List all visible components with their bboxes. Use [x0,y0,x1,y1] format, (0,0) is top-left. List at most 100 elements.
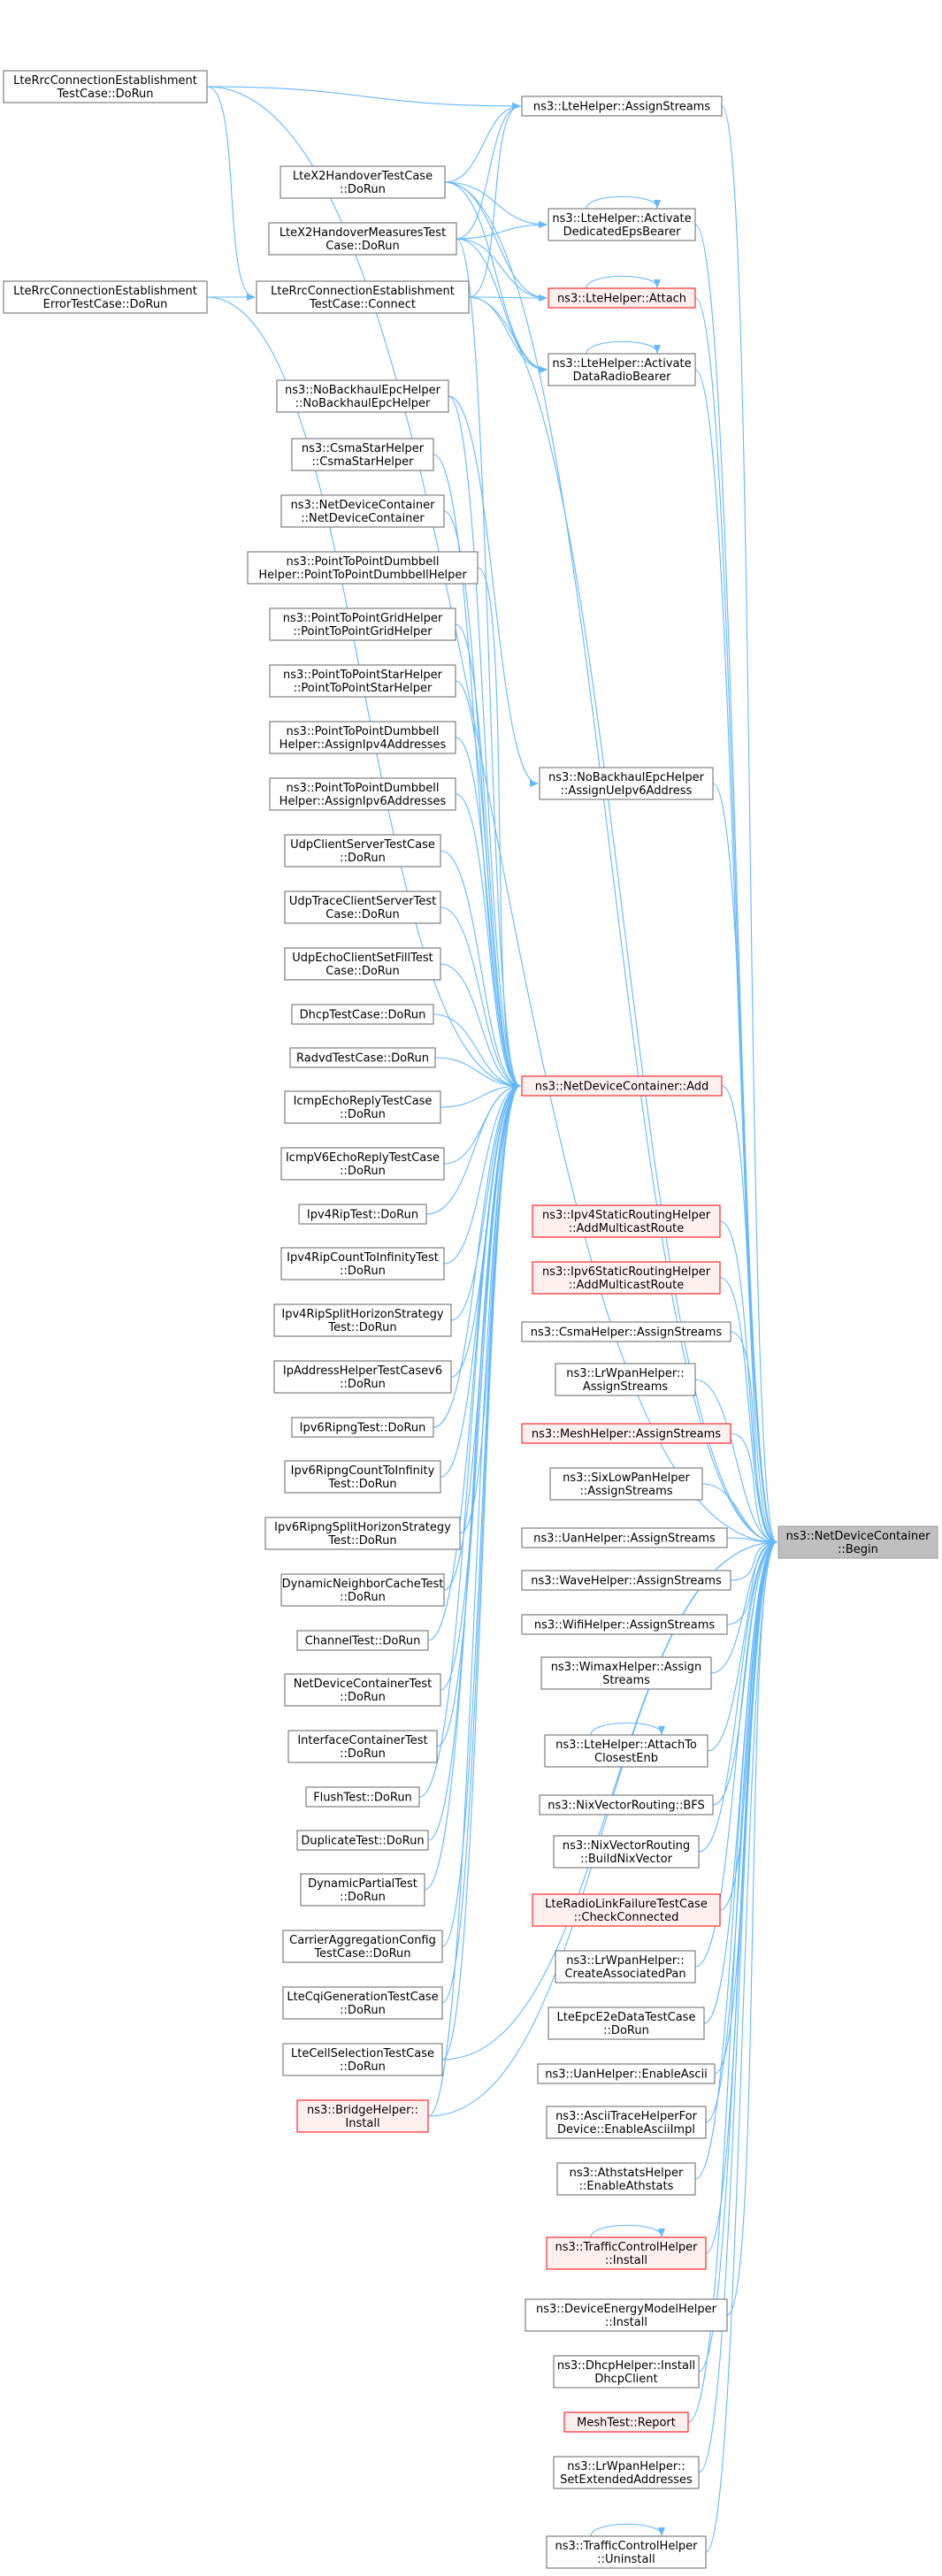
graph-node[interactable]: ns3::NixVectorRouting::BuildNixVector [553,1835,700,1869]
graph-node[interactable]: LteCellSelectionTestCase::DoRun [282,2043,443,2076]
node-label: ns3::LteHelper::Activate [552,212,691,225]
graph-node[interactable]: IcmpV6EchoReplyTestCase::DoRun [280,1147,445,1181]
graph-node[interactable]: LteRrcConnectionEstablishmentTestCase::C… [256,280,470,314]
graph-edge [456,238,521,1089]
graph-node[interactable]: LteRadioLinkFailureTestCase::CheckConnec… [532,1893,721,1927]
node-label: Test::DoRun [327,1534,396,1548]
node-box [532,1261,721,1295]
graph-node[interactable]: ns3::WimaxHelper::AssignStreams [540,1656,712,1690]
graph-node[interactable]: ns3::SixLowPanHelper::AssignStreams [549,1467,703,1501]
graph-edge [444,181,548,373]
graph-edge [687,1539,777,2423]
graph-node[interactable]: ns3::CsmaHelper::AssignStreams [521,1321,731,1342]
graph-edge [694,1539,777,2180]
graph-node[interactable]: ns3::PointToPointDumbbellHelper::PointTo… [247,551,479,585]
graph-node[interactable]: ns3::Ipv4StaticRoutingHelper::AddMultica… [532,1204,721,1238]
node-label: Ipv4RipSplitHorizonStrategy [281,1308,443,1321]
graph-edge [440,850,521,1089]
graph-node[interactable]: ns3::NoBackhaulEpcHelper::AssignUeIpv6Ad… [539,767,714,800]
graph-node[interactable]: ns3::TrafficControlHelper::Uninstall [546,2535,707,2569]
graph-node[interactable]: ns3::NetDeviceContainer::Begin [777,1525,938,1559]
graph-edge [477,567,521,1089]
graph-node[interactable]: DuplicateTest::DoRun [296,1830,429,1851]
graph-node[interactable]: ns3::UanHelper::AssignStreams [521,1527,728,1548]
graph-node[interactable]: ns3::LrWpanHelper::AssignStreams [555,1363,696,1396]
node-label: Ipv6RipngSplitHorizonStrategy [274,1521,451,1534]
graph-node[interactable]: Ipv6RipngTest::DoRun [291,1417,434,1438]
node-label: ns3::NetDeviceContainer::Add [535,1081,709,1094]
node-label: ns3::LrWpanHelper:: [566,1954,684,1968]
graph-edge [710,1539,777,1674]
graph-node[interactable]: DynamicPartialTest::DoRun [300,1873,425,1907]
graph-node[interactable]: MeshTest::Report [563,2412,689,2433]
graph-node[interactable]: LteRrcConnectionEstablishmentTestCase::D… [3,70,208,103]
graph-edge [712,783,777,1546]
graph-node[interactable]: ns3::PointToPointStarHelper::PointToPoin… [269,664,456,698]
graph-node[interactable]: ns3::NixVectorRouting::BFS [539,1794,714,1815]
graph-node[interactable]: ns3::BridgeHelper::Install [296,2099,429,2133]
graph-node[interactable]: ns3::AsciiTraceHelperForDevice::EnableAs… [546,2106,707,2139]
node-box [525,2298,728,2332]
graph-node[interactable]: ns3::DeviceEnergyModelHelper::Install [525,2298,728,2332]
nodes-layer: ns3::NetDeviceContainer::Begin ns3::NetDe… [3,70,938,2569]
node-box [296,1630,429,1651]
graph-node[interactable]: LteRrcConnectionEstablishmentErrorTestCa… [3,280,208,314]
graph-node[interactable]: ns3::AthstatsHelper::EnableAthstats [556,2162,696,2196]
graph-node[interactable]: ns3::NoBackhaulEpcHelper::NoBackhaulEpcH… [276,379,449,413]
node-box [284,1460,441,1494]
graph-node[interactable]: ns3::PointToPointGridHelper::PointToPoin… [269,608,456,641]
graph-node[interactable]: LteCqiGenerationTestCase::DoRun [282,1986,443,2020]
node-label: ::DoRun [340,2004,386,2017]
graph-edge [427,1082,521,1641]
graph-node[interactable]: LteEpcE2eDataTestCase::DoRun [548,2007,705,2040]
node-label: Test::DoRun [327,1478,396,1491]
graph-node[interactable]: ns3::PointToPointDumbbellHelper::AssignI… [269,721,456,754]
node-label: ns3::UanHelper::EnableAscii [545,2068,708,2082]
node-label: Ipv4RipCountToInfinityTest [287,1251,439,1265]
graph-node[interactable]: ns3::LteHelper::Attach [548,287,696,309]
graph-node[interactable]: UdpClientServerTestCase::DoRun [284,834,441,868]
graph-node[interactable]: NetDeviceContainerTest::DoRun [284,1673,441,1707]
graph-node[interactable]: ns3::LteHelper::ActivateDedicatedEpsBear… [548,208,696,241]
graph-node[interactable]: ns3::CsmaStarHelper::CsmaStarHelper [291,438,434,471]
node-box [280,165,446,199]
graph-node[interactable]: ns3::NetDeviceContainer::Add [521,1075,723,1097]
graph-node[interactable]: IcmpEchoReplyTestCase::DoRun [284,1090,441,1124]
graph-node[interactable]: ns3::LrWpanHelper::CreateAssociatedPan [555,1950,696,1984]
graph-node[interactable]: DynamicNeighborCacheTest::DoRun [280,1573,445,1607]
graph-node[interactable]: IpAddressHelperTestCasev6::DoRun [273,1360,452,1394]
graph-node[interactable]: ns3::MeshHelper::AssignStreams [521,1423,731,1444]
graph-node[interactable]: ns3::Ipv6StaticRoutingHelper::AddMultica… [532,1261,721,1295]
graph-node[interactable]: FlushTest::DoRun [305,1786,420,1808]
graph-node[interactable]: ns3::LrWpanHelper::SetExtendedAddresses [553,2456,700,2489]
graph-node[interactable]: ns3::WifiHelper::AssignStreams [521,1614,728,1635]
graph-node[interactable]: LteX2HandoverTestCase::DoRun [280,165,446,199]
graph-node[interactable]: ns3::WaveHelper::AssignStreams [521,1570,731,1591]
graph-edge [456,221,548,240]
graph-node[interactable]: Ipv4RipTest::DoRun [298,1204,427,1225]
graph-node[interactable]: DhcpTestCase::DoRun [291,1004,434,1025]
graph-node[interactable]: ns3::TrafficControlHelper::Install [546,2236,707,2270]
node-label: ::Uninstall [597,2553,655,2566]
graph-node[interactable]: ns3::LteHelper::AssignStreams [521,96,723,117]
node-label: ns3::UanHelper::AssignStreams [533,1533,716,1546]
graph-node[interactable]: RadvdTestCase::DoRun [289,1047,436,1068]
graph-node[interactable]: ns3::PointToPointDumbbellHelper::AssignI… [269,777,456,811]
node-box [284,1090,441,1124]
graph-node[interactable]: ns3::UanHelper::EnableAscii [537,2063,716,2084]
graph-node[interactable]: Ipv4RipCountToInfinityTest::DoRun [280,1247,445,1280]
graph-node[interactable]: ns3::NetDeviceContainer::NetDeviceContai… [280,494,445,528]
graph-node[interactable]: InterfaceContainerTest::DoRun [287,1730,438,1763]
graph-node[interactable]: ChannelTest::DoRun [296,1630,429,1651]
node-box [280,494,445,528]
